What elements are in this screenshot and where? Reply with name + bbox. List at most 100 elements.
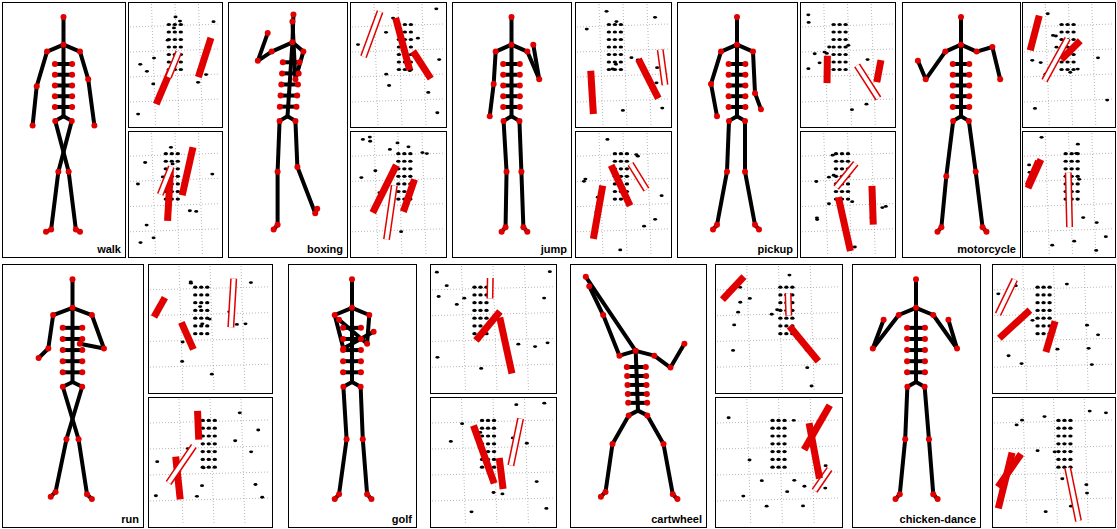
marker-dot (173, 30, 177, 33)
grid-line (1069, 4, 1073, 125)
limb-bar (1068, 173, 1069, 228)
marker-dot (542, 402, 546, 405)
marker-dot (238, 411, 242, 414)
grid-line (1024, 74, 1113, 77)
joint-dot (752, 90, 758, 96)
grid-line (994, 338, 1113, 341)
marker-dot (492, 450, 496, 453)
marker-dot (145, 70, 149, 73)
limb-bar (1046, 321, 1055, 352)
marker-dot (619, 197, 623, 200)
marker-dot (1041, 309, 1045, 312)
marker-dot (787, 274, 791, 277)
joint-dot (742, 93, 748, 99)
limb (914, 279, 918, 308)
marker-dot (179, 60, 183, 63)
limb-bar-hollow (231, 279, 234, 328)
marker-dot (1047, 286, 1051, 289)
marker-dot (613, 53, 617, 56)
grid-line (130, 99, 220, 102)
marker-dot (205, 301, 209, 304)
limb (53, 308, 72, 315)
joint-dot (667, 365, 673, 371)
joint-dot (989, 44, 995, 50)
joint-dot (278, 93, 284, 99)
limb (69, 172, 76, 230)
marker-dot (823, 51, 827, 54)
limb (918, 61, 926, 79)
grid-line (1069, 133, 1073, 255)
limb (494, 52, 496, 84)
limb-bar-hollow (511, 419, 521, 466)
marker-dot (207, 450, 211, 453)
limb-bar (500, 318, 512, 374)
marker-dot (176, 175, 180, 178)
joint-dot (950, 118, 956, 124)
action-panel: pickup (677, 2, 798, 258)
grid-line (398, 133, 402, 255)
marker-dot (846, 197, 850, 200)
marker-dot (607, 38, 611, 41)
grid-line (150, 472, 270, 475)
marker-dot (784, 324, 788, 327)
joint-dot (44, 49, 50, 55)
marker-dot (840, 167, 844, 170)
limb (603, 315, 619, 356)
limb-bar-hollow (1068, 173, 1069, 228)
marker-dot (827, 46, 831, 49)
action-label: chicken-dance (899, 513, 977, 525)
grid-line (802, 99, 893, 102)
joint-dot (980, 224, 986, 230)
marker-dot (1068, 458, 1072, 461)
joint-dot (734, 14, 740, 20)
limb-bar (364, 12, 381, 57)
joint-dot (336, 317, 342, 323)
joint-dot (501, 118, 507, 124)
joint-dot (710, 226, 716, 232)
joint-dot (48, 226, 54, 232)
inset-frame (149, 265, 273, 394)
marker-dot (213, 434, 217, 437)
joint-dot (500, 72, 506, 78)
joint-dot (358, 325, 364, 331)
marker-dot (1043, 415, 1047, 418)
marker-dot (193, 301, 197, 304)
marker-dot (1071, 38, 1075, 41)
limb (339, 320, 367, 344)
action-panel: motorcycle (902, 2, 1021, 258)
marker-dot (837, 68, 841, 71)
marker-dot (831, 23, 835, 26)
joint-dot (603, 489, 609, 495)
joint-dot (896, 312, 902, 318)
marker-dot (618, 249, 622, 252)
joint-dot (958, 42, 964, 48)
marker-dot (806, 13, 810, 16)
marker-dot (408, 160, 412, 163)
marker-dot (805, 366, 809, 369)
marker-dot (837, 23, 841, 26)
marker-dot (1084, 483, 1088, 486)
marker-dot (256, 429, 260, 432)
joint-dot (625, 391, 631, 397)
marker-dot (778, 332, 782, 335)
marker-dot (136, 113, 140, 116)
marker-dot (426, 91, 430, 94)
joint-dot (524, 229, 530, 235)
marker-dot (136, 183, 140, 186)
joint-dot (332, 312, 338, 318)
grid-line (150, 287, 270, 290)
limb-bar-hollow (998, 280, 1015, 315)
joint-dot (275, 169, 281, 175)
action-label: motorcycle (956, 243, 1017, 255)
marker-dot (655, 81, 659, 84)
joint-dot (300, 49, 306, 55)
marker-dot (1062, 434, 1066, 437)
marker-dot (396, 160, 400, 163)
marker-dot (1074, 152, 1078, 155)
marker-dot (516, 343, 520, 346)
marker-dot (834, 190, 838, 193)
stick-figure (583, 274, 688, 502)
limb (292, 22, 295, 80)
marker-dot (1035, 309, 1039, 312)
inset-frame (801, 132, 896, 258)
